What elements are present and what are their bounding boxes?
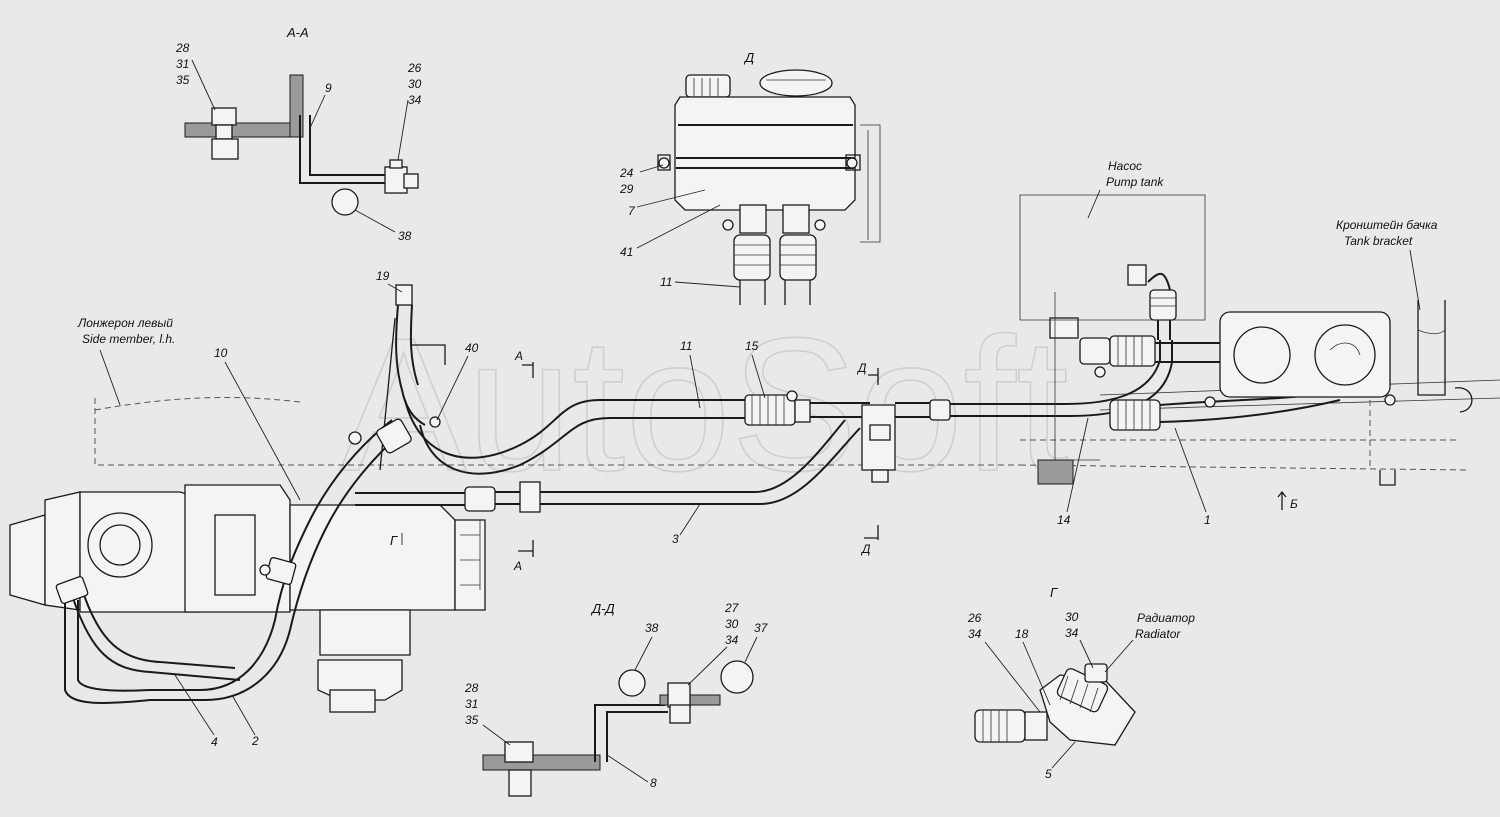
g-callout-26: 26	[967, 611, 982, 625]
dd-callout-35: 35	[465, 713, 479, 727]
pump-en: Pump tank	[1106, 175, 1164, 189]
hose-1	[1109, 392, 1341, 431]
d-callout-11: 11	[660, 275, 672, 289]
dd-callout-37: 37	[754, 621, 769, 635]
callout-2: 2	[251, 734, 259, 748]
steering-gear-assembly	[9, 484, 486, 713]
g-callout-30: 30	[1065, 610, 1079, 624]
view-g: Г 26 34 18 30 34 Радиатор Radiator 5	[967, 585, 1195, 781]
main-callouts: 19 40 10 11 15 3 14 1 4 2 Г	[174, 269, 1211, 749]
side-member-label: Лонжерон левый Side member, l.h.	[77, 316, 175, 406]
bracket-ru: Кронштейн бачка	[1336, 218, 1438, 232]
view-d: Д 24 29 7 41 11	[619, 50, 881, 305]
dd-callout-28: 28	[464, 681, 479, 695]
radiator-en: Radiator	[1135, 627, 1181, 641]
view-aa-title: А-А	[286, 25, 309, 40]
clamp-d	[861, 404, 896, 483]
dd-callout-30: 30	[725, 617, 739, 631]
callout-11: 11	[680, 339, 692, 353]
section-mark-d-top: Д	[856, 361, 867, 375]
callout-40: 40	[465, 341, 479, 355]
callout-1: 1	[1204, 513, 1211, 527]
aa-callout-26: 26	[407, 61, 422, 75]
side-member-outline	[94, 379, 1500, 486]
aa-callout-34: 34	[408, 93, 422, 107]
view-g-title: Г	[1050, 585, 1058, 600]
d-callout-29: 29	[619, 182, 634, 196]
pipe-3	[355, 419, 861, 513]
g-callout-34a: 34	[968, 627, 982, 641]
dd-callout-34: 34	[725, 633, 739, 647]
pipe-4-2	[55, 576, 241, 704]
section-mark-b: Б	[1290, 497, 1298, 511]
dd-callout-8: 8	[650, 776, 657, 790]
aa-callout-38: 38	[398, 229, 412, 243]
aa-callout-28: 28	[175, 41, 190, 55]
tank-bracket-label: Кронштейн бачка Tank bracket	[1336, 218, 1438, 311]
pipe-11	[404, 390, 870, 475]
view-dd: Д-Д 38 27 30 34 37 28 31 35 8	[464, 601, 769, 797]
g-callout-18: 18	[1015, 627, 1029, 641]
tank-bracket	[1204, 300, 1446, 408]
pump-ru: Насос	[1108, 159, 1142, 173]
view-dd-title: Д-Д	[590, 601, 615, 616]
dd-callout-38: 38	[645, 621, 659, 635]
g-callout-5: 5	[1045, 767, 1052, 781]
section-mark-a-top: А	[514, 349, 523, 363]
view-mark-g-main: Г	[390, 533, 398, 548]
callout-4: 4	[211, 735, 218, 749]
aa-callout-31: 31	[176, 57, 189, 71]
aa-callout-9: 9	[325, 81, 332, 95]
callout-3: 3	[672, 532, 679, 546]
callout-19: 19	[376, 269, 390, 283]
section-mark-a-bottom: А	[513, 559, 522, 573]
pump-tank-outline	[1019, 194, 1206, 485]
view-d-title: Д	[743, 50, 754, 65]
d-callout-7: 7	[628, 204, 636, 218]
view-aa: А-А 28 31 35 9 26 30 34 38	[175, 25, 422, 243]
callout-15: 15	[745, 339, 759, 353]
callout-14: 14	[1057, 513, 1071, 527]
bracket-en: Tank bracket	[1344, 234, 1413, 248]
pipe-19-40-10	[199, 284, 446, 701]
aa-callout-35: 35	[176, 73, 190, 87]
radiator-ru: Радиатор	[1137, 611, 1195, 625]
aa-callout-30: 30	[408, 77, 422, 91]
pump-tank-fittings	[1049, 264, 1220, 378]
pump-tank-label: Насос Pump tank	[1087, 159, 1164, 219]
section-mark-d-bottom: Д	[860, 542, 871, 556]
dd-callout-31: 31	[465, 697, 478, 711]
side-member-en: Side member, l.h.	[82, 332, 175, 346]
section-marks: А А Д Д Б	[513, 349, 1298, 573]
g-callout-34b: 34	[1065, 626, 1079, 640]
dd-callout-27: 27	[724, 601, 740, 615]
side-member-ru: Лонжерон левый	[77, 316, 173, 330]
d-callout-41: 41	[620, 245, 633, 259]
d-callout-24: 24	[619, 166, 634, 180]
callout-10: 10	[214, 346, 228, 360]
